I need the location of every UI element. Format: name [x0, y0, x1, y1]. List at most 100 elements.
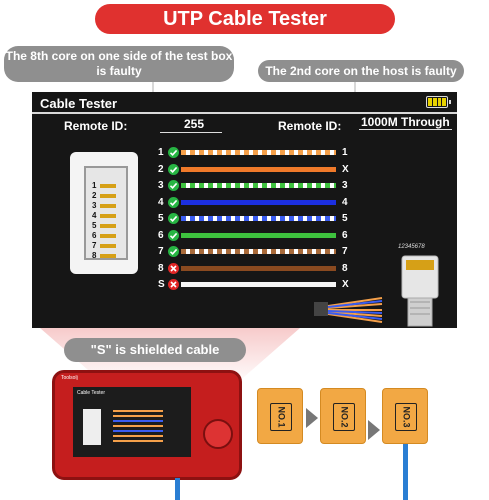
connector-pin-contact: [100, 183, 116, 188]
connector-pin: 2: [92, 191, 116, 200]
connector-pin-contact: [100, 193, 116, 198]
connector-pin-number: 2: [92, 191, 97, 200]
callout-core2-fault: The 2nd core on the host is faulty: [258, 60, 464, 82]
device-screen-wires-icon: [83, 409, 163, 445]
core-number-left: 7: [158, 246, 164, 257]
core-wire: [181, 183, 336, 188]
cross-icon: [168, 279, 179, 290]
rj45-plug-icon: [401, 255, 439, 327]
connector-pin: 7: [92, 241, 116, 250]
connector-pin: 4: [92, 211, 116, 220]
core-wire: [181, 249, 336, 254]
remote-box-3-label: NO.3: [395, 403, 417, 431]
connector-pin-number: 6: [92, 231, 97, 240]
device-control-pad: [203, 419, 233, 449]
remote-box-1: NO.1: [257, 388, 303, 444]
core-number-right: X: [342, 279, 349, 290]
remote-box-1-label: NO.1: [270, 403, 292, 431]
check-icon: [168, 246, 179, 257]
tester-device-photo: Toolsolj Cable Tester: [52, 370, 242, 480]
core-number-right: 5: [342, 213, 348, 224]
connector-pin-contact: [100, 223, 116, 228]
core-number-left: 5: [158, 213, 164, 224]
core-number-right: 7: [342, 246, 348, 257]
core-wire: [181, 265, 336, 271]
callout-core8-fault: The 8th core on one side of the test box…: [4, 46, 234, 82]
connector-pin-number: 8: [92, 251, 97, 260]
core-number-left: 3: [158, 180, 164, 191]
arrow-icon: [368, 420, 380, 440]
device-screen-title: Cable Tester: [77, 390, 105, 396]
remote-box-2-label: NO.2: [333, 403, 355, 431]
core-wire: [181, 232, 336, 238]
cross-icon: [168, 262, 179, 274]
core-number-right: X: [342, 163, 349, 175]
core-number-right: 6: [342, 229, 348, 241]
core-number-left: 4: [158, 196, 164, 208]
connector-pin: 6: [92, 231, 116, 240]
arrow-icon: [306, 408, 318, 428]
check-icon: [168, 229, 179, 241]
check-icon: [168, 196, 179, 208]
core-wire: [181, 216, 336, 221]
core-number-right: 3: [342, 180, 348, 191]
core-number-left: 1: [158, 147, 164, 158]
battery-icon: [426, 96, 451, 108]
remote-box-3: NO.3: [382, 388, 428, 444]
check-icon: [168, 213, 179, 224]
device-cable: [175, 478, 180, 500]
tester-screen: Cable Tester Remote ID: 255 Remote ID: 1…: [32, 92, 457, 328]
cable-bundle-icon: [314, 297, 383, 323]
check-icon: [168, 163, 179, 175]
connector-pin: 8: [92, 251, 116, 260]
plug-pin-order-label: 12345678: [398, 244, 425, 250]
core-number-right: 4: [342, 196, 348, 208]
connector-pin-number: 1: [92, 181, 97, 190]
connector-pin-contact: [100, 203, 116, 208]
core-wire: [181, 282, 336, 287]
core-number-right: 8: [342, 262, 348, 274]
check-icon: [168, 180, 179, 191]
check-icon: [168, 147, 179, 158]
remote-id-value: 255: [183, 117, 205, 131]
connector-pin-number: 3: [92, 201, 97, 210]
connector-pin-contact: [100, 243, 116, 248]
connector-pin: 1: [92, 181, 116, 190]
core-wire: [181, 166, 336, 172]
connector-pin-number: 7: [92, 241, 97, 250]
core-number-right: 1: [342, 147, 348, 158]
test-mode-value: 1000M Through: [359, 115, 452, 130]
connector-pin-number: 4: [92, 211, 97, 220]
connector-pin-number: 5: [92, 221, 97, 230]
callout-shielded-cable: "S" is shielded cable: [64, 338, 246, 362]
core-wire: [181, 150, 336, 155]
connector-pin-contact: [100, 213, 116, 218]
connector-pin-contact: [100, 233, 116, 238]
connector-pin: 5: [92, 221, 116, 230]
title-banner: UTP Cable Tester: [95, 4, 395, 34]
core-number-left: 2: [158, 163, 164, 175]
remote-id-underline: [160, 132, 222, 133]
screen-divider: [32, 112, 457, 114]
core-number-left: 8: [158, 262, 164, 274]
screen-app-title: Cable Tester: [40, 96, 118, 111]
device-brand: Toolsolj: [61, 375, 78, 381]
remote-box-2: NO.2: [320, 388, 366, 444]
core-wire: [181, 199, 336, 205]
device-screen: Cable Tester: [73, 387, 191, 457]
remote-cable: [403, 444, 408, 500]
remote-id-label-left: Remote ID:: [64, 119, 128, 133]
connector-pin-contact: [100, 253, 116, 258]
connector-pin: 3: [92, 201, 116, 210]
remote-id-label-right: Remote ID:: [278, 119, 342, 133]
